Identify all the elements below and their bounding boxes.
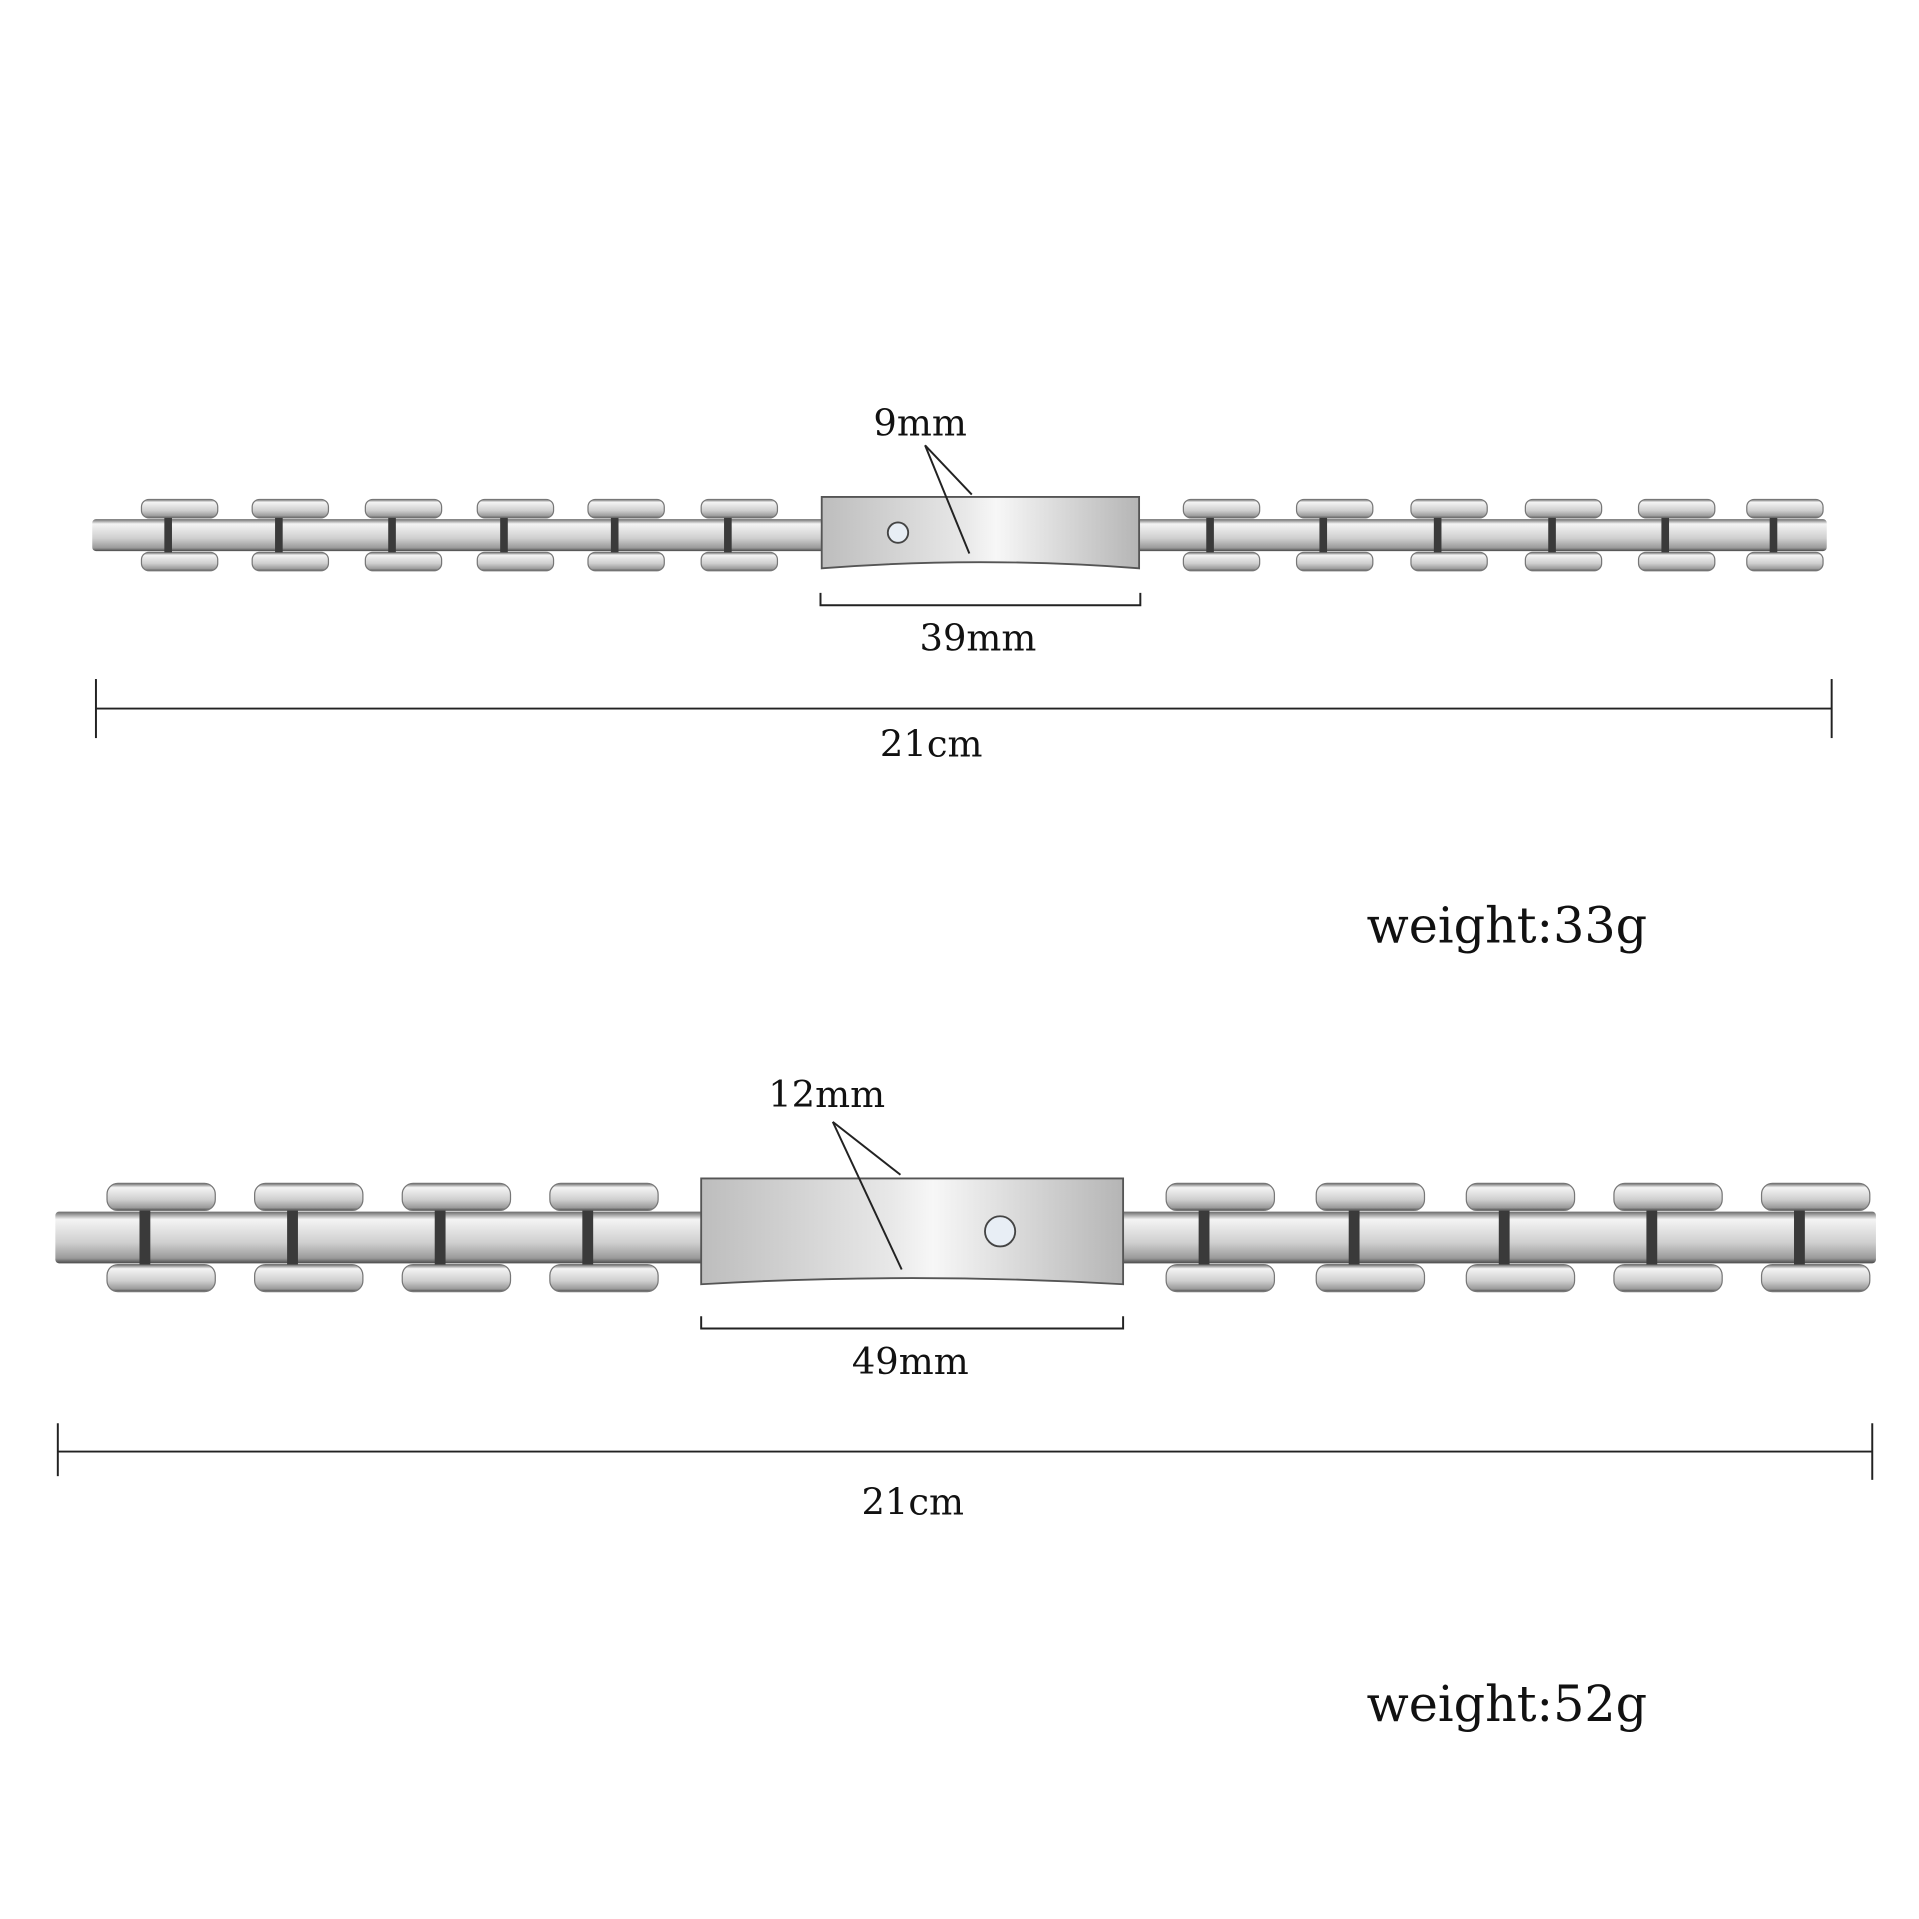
link-bottom xyxy=(140,551,219,572)
link-bottom xyxy=(700,551,779,572)
link-gap xyxy=(1794,1210,1805,1265)
link-top xyxy=(1524,498,1603,519)
weight-label: weight:33g xyxy=(1367,896,1648,954)
link-bottom xyxy=(1182,551,1261,572)
link-bottom xyxy=(251,551,330,572)
link-gap xyxy=(139,1210,151,1265)
link-bottom xyxy=(549,1263,659,1293)
link-bottom xyxy=(1315,1263,1426,1293)
width-label: 9mm xyxy=(873,401,966,444)
link-gap xyxy=(388,517,396,553)
link-top xyxy=(140,498,219,519)
link-top xyxy=(549,1182,659,1212)
link-top xyxy=(401,1182,512,1212)
link-top xyxy=(254,1182,364,1212)
link-top xyxy=(1746,498,1824,519)
link-top xyxy=(587,498,665,519)
link-bottom xyxy=(476,551,555,572)
link-gap xyxy=(434,1210,446,1265)
crystal-stone xyxy=(984,1215,1017,1248)
link-top xyxy=(1165,1182,1276,1212)
link-gap xyxy=(275,517,283,553)
link-gap xyxy=(1548,517,1556,553)
total-length-label: 21cm xyxy=(880,723,983,766)
link-gap xyxy=(287,1210,298,1265)
link-top xyxy=(1295,498,1374,519)
link-top xyxy=(364,498,443,519)
bracelet-large xyxy=(55,1177,1876,1293)
total-length-label: 21cm xyxy=(861,1480,964,1523)
link-gap xyxy=(164,517,172,553)
link-bottom xyxy=(254,1263,364,1293)
annotations-small xyxy=(94,444,1833,739)
link-top xyxy=(476,498,555,519)
link-bottom xyxy=(401,1263,512,1293)
link-bottom xyxy=(106,1263,216,1293)
id-plate xyxy=(820,496,1141,570)
link-top xyxy=(1760,1182,1871,1212)
link-bottom xyxy=(1465,1263,1576,1293)
link-bottom xyxy=(1760,1263,1871,1293)
link-top xyxy=(1182,498,1261,519)
link-bottom xyxy=(1524,551,1603,572)
width-pointer-line xyxy=(924,444,973,496)
link-gap xyxy=(1661,517,1670,553)
link-gap xyxy=(1319,517,1328,553)
link-gap xyxy=(500,517,508,553)
link-gap xyxy=(1769,517,1778,553)
link-bottom xyxy=(1746,551,1824,572)
link-bottom xyxy=(587,551,665,572)
link-top xyxy=(700,498,779,519)
width-pointer-line xyxy=(832,1121,902,1176)
link-gap xyxy=(1433,517,1442,553)
link-bottom xyxy=(1295,551,1374,572)
link-bottom xyxy=(1165,1263,1276,1293)
width-pointer-line xyxy=(831,1121,903,1270)
id-plate xyxy=(700,1177,1125,1286)
link-bottom xyxy=(1637,551,1716,572)
link-top xyxy=(106,1182,216,1212)
link-gap xyxy=(582,1210,594,1265)
plate-length-label: 39mm xyxy=(919,617,1036,660)
link-bottom xyxy=(1613,1263,1723,1293)
link-gap xyxy=(1198,1210,1210,1265)
link-top xyxy=(1613,1182,1723,1212)
link-top xyxy=(1465,1182,1576,1212)
annotations-large xyxy=(56,1121,1874,1480)
link-top xyxy=(251,498,330,519)
plate-dimension-bracket xyxy=(819,592,1142,607)
weight-label: weight:52g xyxy=(1367,1675,1648,1733)
plate-dimension-bracket xyxy=(700,1316,1125,1330)
link-gap xyxy=(1646,1210,1658,1265)
link-gap xyxy=(724,517,732,553)
link-top xyxy=(1637,498,1716,519)
link-bottom xyxy=(364,551,443,572)
link-gap xyxy=(1348,1210,1360,1265)
crystal-stone xyxy=(886,521,910,544)
link-top xyxy=(1315,1182,1426,1212)
link-top xyxy=(1410,498,1488,519)
link-bottom xyxy=(1410,551,1488,572)
width-pointer-line xyxy=(924,444,971,554)
link-gap xyxy=(1498,1210,1510,1265)
width-label: 12mm xyxy=(768,1073,885,1116)
link-gap xyxy=(610,517,619,553)
plate-length-label: 49mm xyxy=(852,1340,969,1383)
bracelet-small xyxy=(92,496,1827,572)
link-gap xyxy=(1206,517,1214,553)
